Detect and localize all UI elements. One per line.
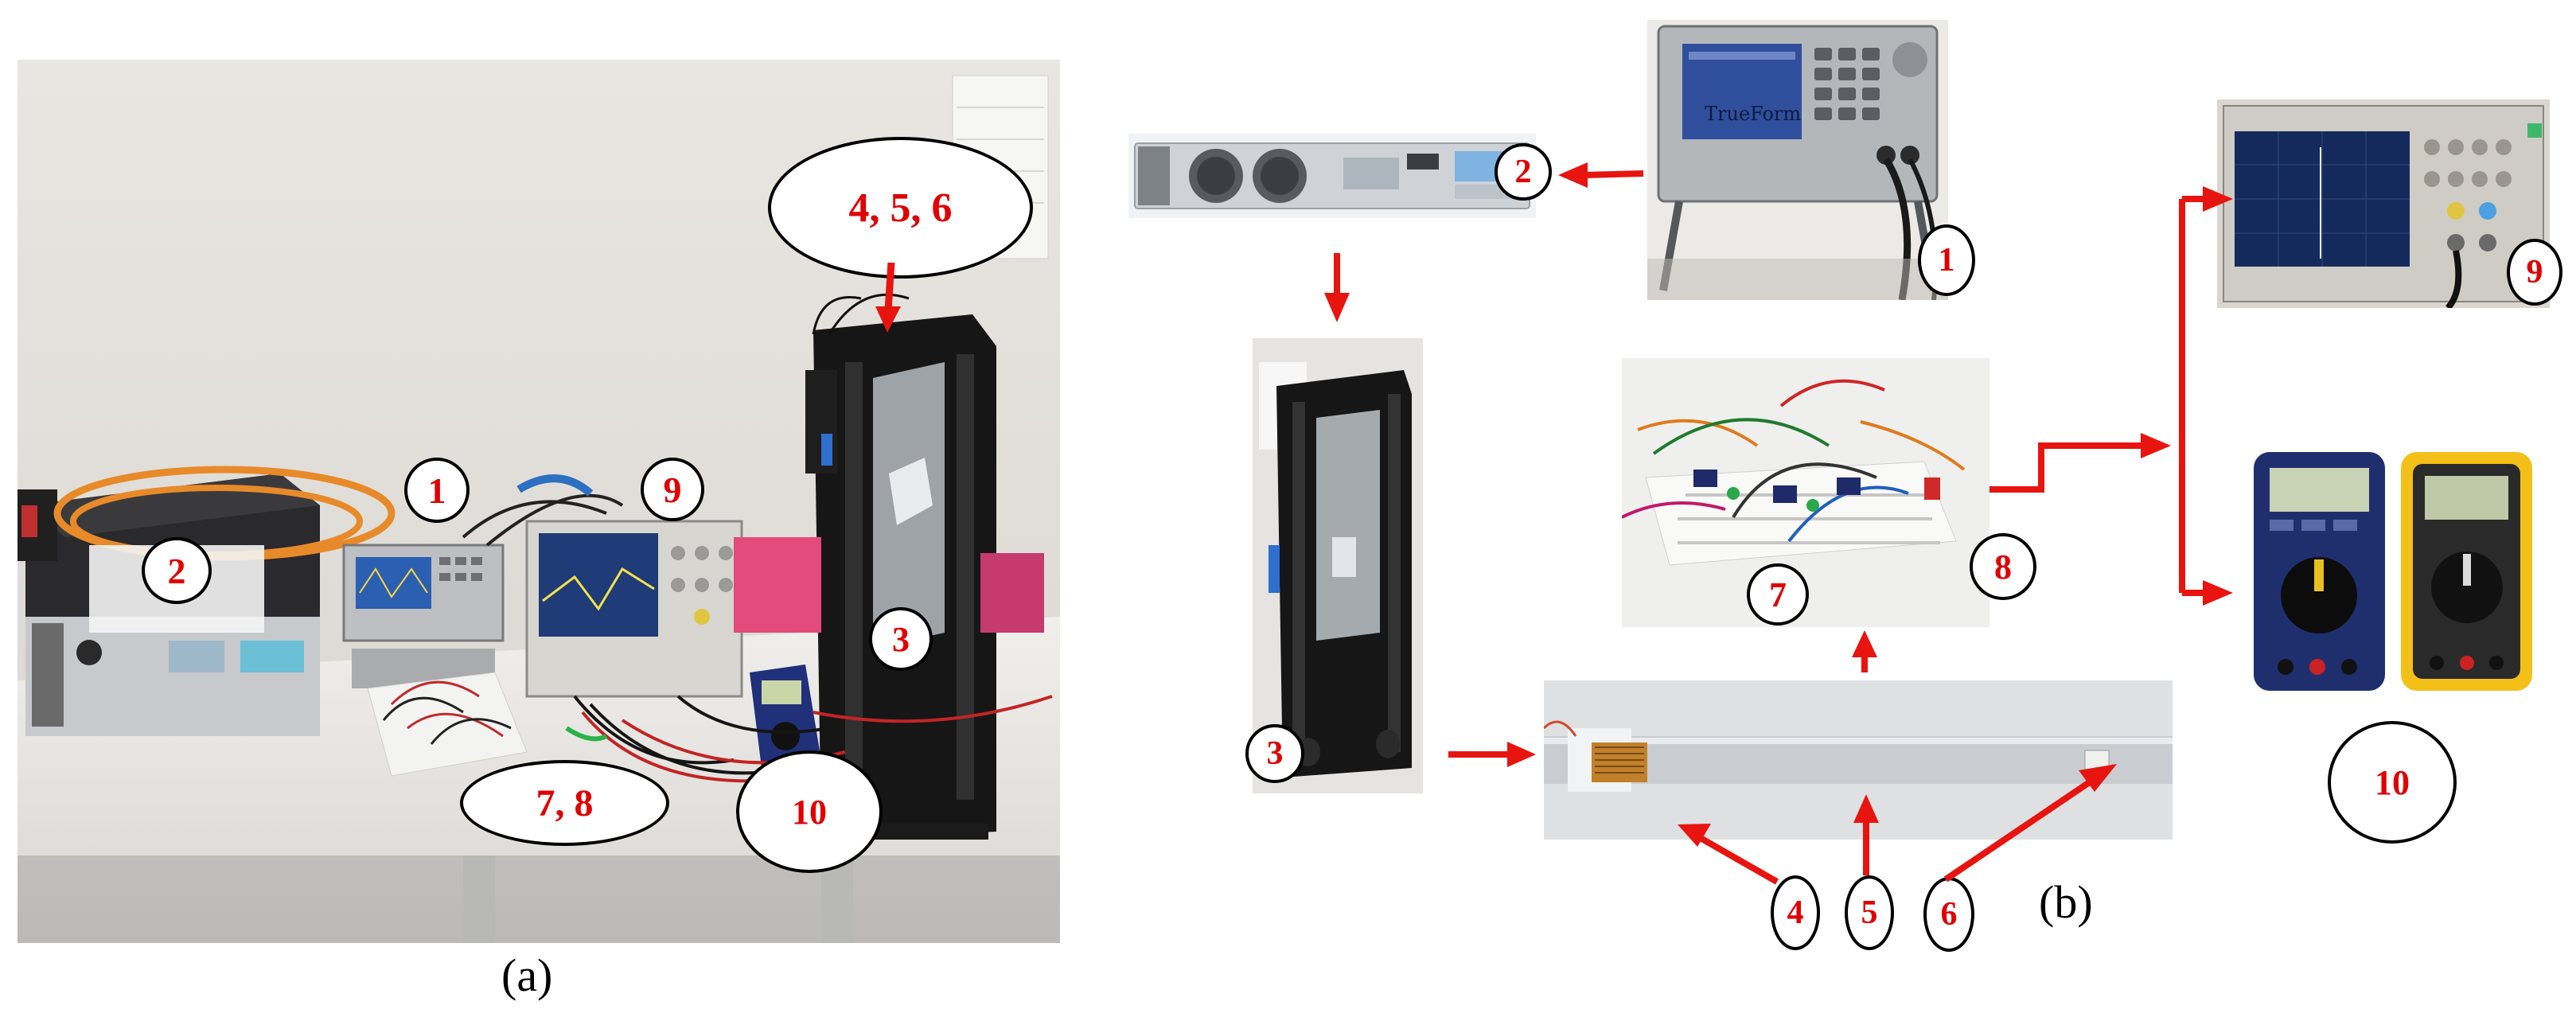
callout-b-9: 9 [2507,239,2562,306]
callout-b-4-text: 4 [1787,894,1804,931]
arrow-pointer-6 [1943,764,2117,883]
photo-multimeters [2238,436,2547,705]
arrow-a-456 [875,263,901,333]
callout-b-10-text: 10 [2375,762,2410,802]
arrow-pointer-4 [1678,824,1779,885]
caption-a: (a) [501,949,553,1001]
callout-a-3-text: 3 [892,619,910,659]
callout-b-10: 10 [2328,721,2457,844]
callout-b-1: 1 [1918,224,1975,296]
callout-b-7: 7 [1747,563,1809,626]
arrow-breadboard-to-instruments [1989,196,2204,596]
callout-b-5: 5 [1845,875,1894,950]
callout-b-9-text: 9 [2526,254,2543,290]
arrowhead-to-branch [2141,433,2171,458]
photo-amplifier [1128,134,1536,218]
callout-a-1: 1 [404,458,470,523]
function-generator-screen-text: TrueForm [1705,103,1802,125]
callout-a-9-text: 9 [663,469,682,510]
callout-a-2-text: 2 [167,550,186,591]
caption-b: (b) [2039,876,2093,928]
arrow-beam-to-breadboard [1852,630,1877,672]
callout-b-8-text: 8 [1994,547,2012,587]
photo-oscilloscope [2217,99,2550,308]
photo-aluminium-beam [1544,680,2173,840]
arrowhead-to-multimeters [2203,580,2233,606]
callout-b-8: 8 [1970,533,2036,600]
callout-b-2: 2 [1495,143,1552,201]
callout-b-1-text: 1 [1938,242,1955,279]
callout-a-4-5-6: 4, 5, 6 [768,137,1033,279]
callout-b-3-text: 3 [1266,735,1284,772]
callout-b-6-text: 6 [1940,896,1958,933]
arrow-pointer-5 [1853,794,1879,875]
arrowhead-to-oscilloscope [2203,186,2233,212]
callout-b-2-text: 2 [1514,154,1532,190]
callout-a-7-8: 7, 8 [460,760,669,846]
arrow-frame-to-beam [1448,742,1536,767]
callout-b-3: 3 [1245,724,1304,783]
callout-a-4-5-6-text: 4, 5, 6 [848,185,953,231]
callout-a-1-text: 1 [427,470,446,511]
arrow-generator-to-amplifier [1558,162,1644,188]
callout-b-7-text: 7 [1769,575,1787,614]
callout-a-7-8-text: 7, 8 [536,781,594,824]
callout-b-4: 4 [1771,875,1820,950]
callout-b-5-text: 5 [1861,894,1878,931]
callout-a-3: 3 [869,607,933,671]
photo-test-frame [1253,338,1423,793]
callout-a-10: 10 [736,750,883,873]
callout-a-2: 2 [142,537,212,604]
callout-a-9: 9 [641,458,704,521]
callout-b-6: 6 [1923,877,1974,952]
callout-a-10-text: 10 [792,792,827,832]
arrow-amplifier-to-frame [1324,253,1350,322]
